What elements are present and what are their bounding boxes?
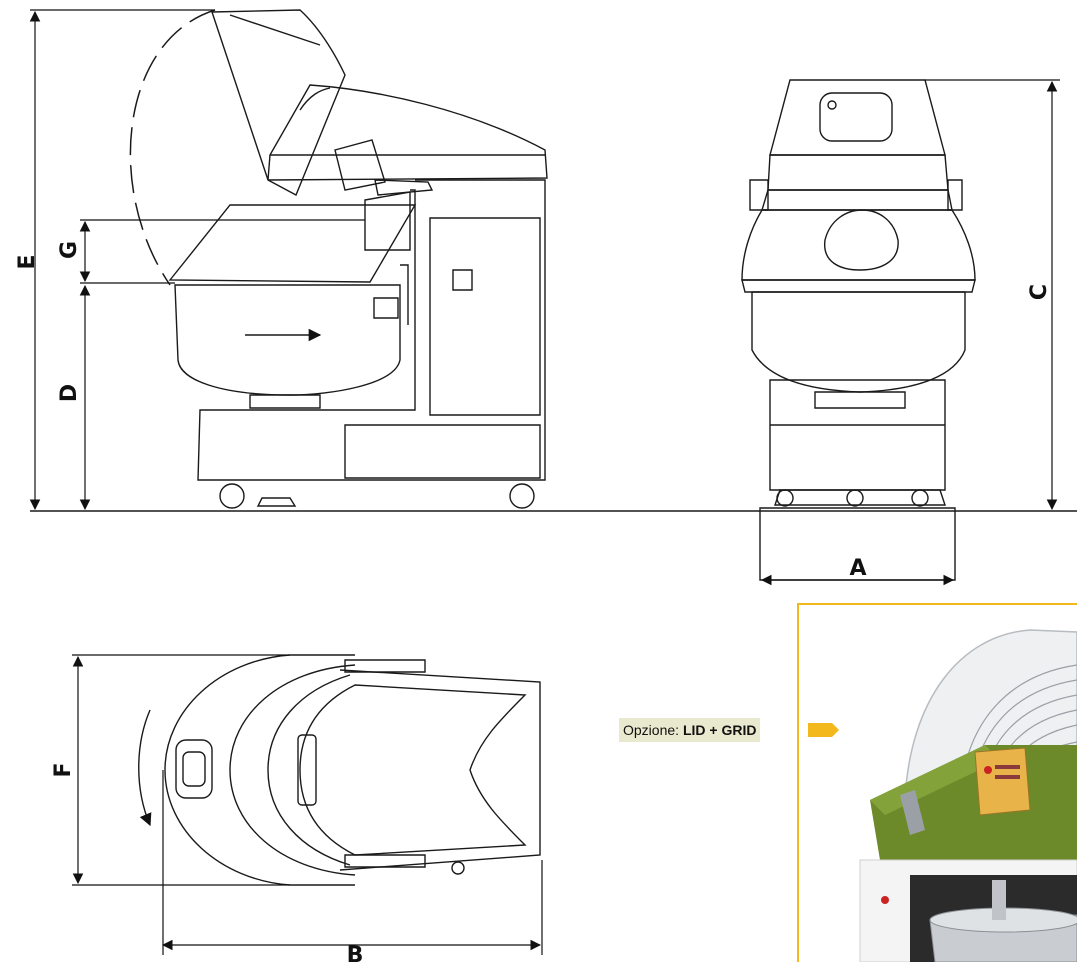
dimension-label-a: A <box>849 556 866 581</box>
side-view <box>129 9 548 509</box>
mixer-photo <box>800 606 1077 962</box>
dimension-label-f: F <box>51 762 76 777</box>
front-view <box>741 79 976 581</box>
dimension-label-b: B <box>347 943 364 962</box>
dimension-b <box>161 770 543 955</box>
option-value: LID + GRID <box>682 722 757 738</box>
dimension-c <box>925 79 1060 511</box>
option-prefix: Opzione: <box>623 722 683 738</box>
dimension-label-d: D <box>57 384 82 402</box>
option-arrow-icon <box>808 723 839 737</box>
dimension-label-g: G <box>57 241 82 259</box>
dimension-label-e: E <box>15 254 40 269</box>
top-view <box>138 654 541 886</box>
dimension-label-c: C <box>1027 284 1052 300</box>
dimension-e <box>29 9 215 511</box>
dimension-g <box>79 219 365 284</box>
photo-frame <box>797 603 1077 962</box>
dimension-f <box>72 654 290 886</box>
option-callout: Opzione: LID + GRID <box>619 718 761 742</box>
